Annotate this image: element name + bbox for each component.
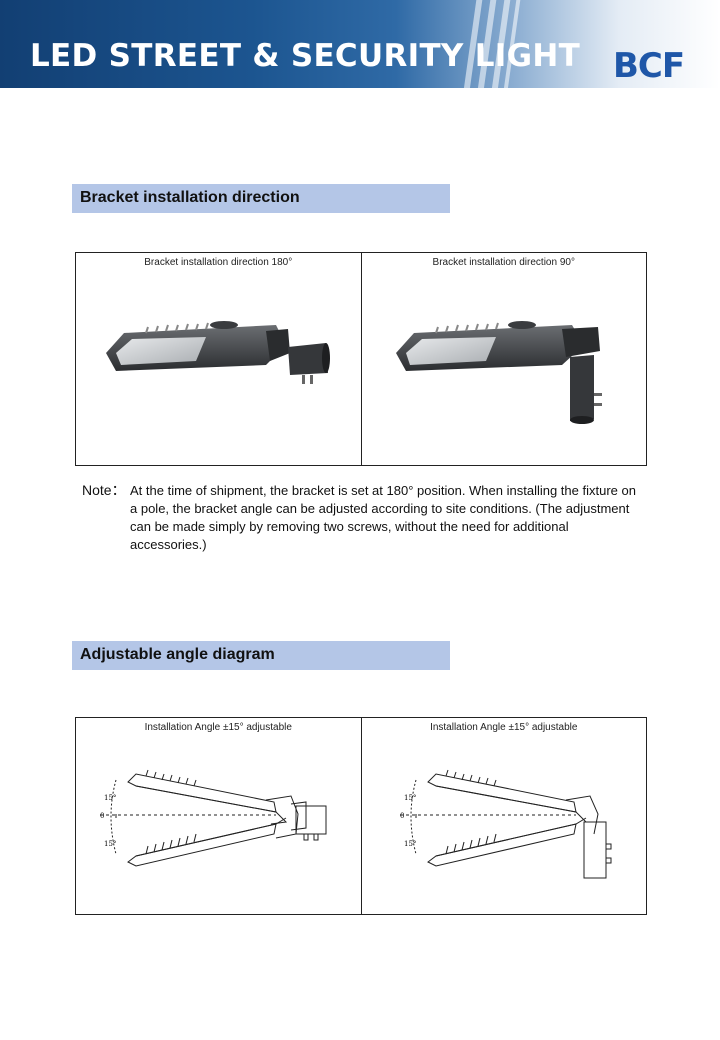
section-heading-text: Bracket installation direction: [80, 189, 300, 206]
angle-label-top: 15°: [404, 794, 416, 802]
angle-label-zero: 0: [100, 812, 104, 820]
angle-label-zero: 0: [400, 812, 404, 820]
angle-label-bottom: 15°: [104, 840, 116, 848]
bracket-180-caption: Bracket installation direction 180°: [144, 257, 293, 268]
section-heading-bracket: Bracket installation direction: [72, 184, 450, 213]
angle-diagram-left-caption: Installation Angle ±15° adjustable: [144, 722, 292, 733]
bracket-90-cell: Bracket installation direction 90°: [360, 253, 647, 465]
angle-label-top: 15°: [104, 794, 116, 802]
brand-logo: BCF: [613, 46, 685, 86]
note-text: At the time of shipment, the bracket is …: [130, 483, 636, 552]
bracket-direction-panel: Bracket installation direction 180°: [75, 252, 647, 466]
angle-diagram-left: 15° 0 15°: [100, 769, 327, 867]
angle-diagram-right: 15° 0 15°: [399, 769, 611, 879]
angle-diagram-right-cell: Installation Angle ±15° adjustable 15° 0: [360, 718, 647, 914]
header-banner: LED STREET & SECURITY LIGHT BCF: [0, 0, 720, 88]
section-heading-text: Adjustable angle diagram: [80, 646, 275, 663]
angle-diagram-panel: Installation Angle ±15° adjustable 15°: [75, 717, 647, 915]
bracket-180-cell: Bracket installation direction 180°: [76, 253, 361, 465]
page-title: LED STREET & SECURITY LIGHT: [30, 38, 581, 74]
note-label: Note：: [82, 482, 126, 498]
angle-diagram-right-caption: Installation Angle ±15° adjustable: [430, 722, 578, 733]
section-heading-angle: Adjustable angle diagram: [72, 641, 450, 670]
luminaire-180-image: [106, 321, 330, 384]
angle-label-bottom: 15°: [404, 840, 416, 848]
luminaire-90-image: [395, 321, 602, 424]
angle-diagram-left-cell: Installation Angle ±15° adjustable 15°: [76, 718, 361, 914]
bracket-90-caption: Bracket installation direction 90°: [432, 257, 575, 268]
